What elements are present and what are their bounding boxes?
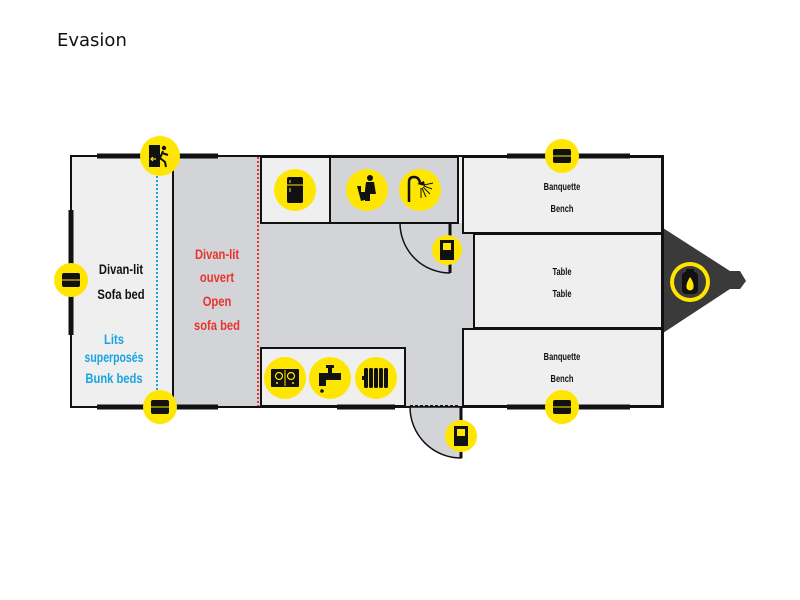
page-title: Evasion: [57, 30, 127, 51]
open-sofa-label-fr2: ouvert: [200, 270, 235, 285]
sofa-bed-label-en: Sofa bed: [97, 287, 144, 302]
window-icon: [545, 390, 579, 424]
window-icon: [54, 263, 88, 297]
bunk-beds-label-fr2: superposés: [85, 350, 144, 366]
sofa-bed-label-fr: Divan-lit: [99, 262, 144, 277]
bench-bottom-label-fr: Banquette: [544, 351, 581, 362]
bunk-beds-label-fr1: Lits: [104, 332, 124, 347]
open-sofa-zone: [173, 157, 260, 406]
table-area: [473, 233, 663, 329]
bench-top-label-en: Bench: [551, 203, 574, 214]
bench-bottom-label-en: Bench: [551, 373, 574, 384]
open-sofa-label-fr1: Divan-lit: [195, 247, 240, 262]
emergency-exit-icon: [140, 136, 180, 176]
table-label-fr: Table: [552, 266, 571, 277]
toilet-icon: [346, 169, 388, 211]
table-label-en: Table: [552, 288, 571, 299]
door-icon: [445, 420, 477, 452]
open-sofa-label-en2: sofa bed: [194, 318, 240, 333]
window-icon: [545, 139, 579, 173]
open-sofa-label-en1: Open: [203, 294, 232, 309]
shower-icon: [399, 169, 441, 211]
stove-icon: [264, 357, 306, 399]
gas-bottle-icon: [670, 262, 710, 302]
fridge-icon: [274, 169, 316, 211]
faucet-icon: [309, 357, 351, 399]
bathroom-door-swing: [399, 222, 451, 274]
heater-icon: [355, 357, 397, 399]
bench-top-label-fr: Banquette: [544, 181, 581, 192]
window-icon: [143, 390, 177, 424]
door-icon: [432, 235, 462, 265]
bunk-beds-label-en: Bunk beds: [85, 371, 142, 386]
